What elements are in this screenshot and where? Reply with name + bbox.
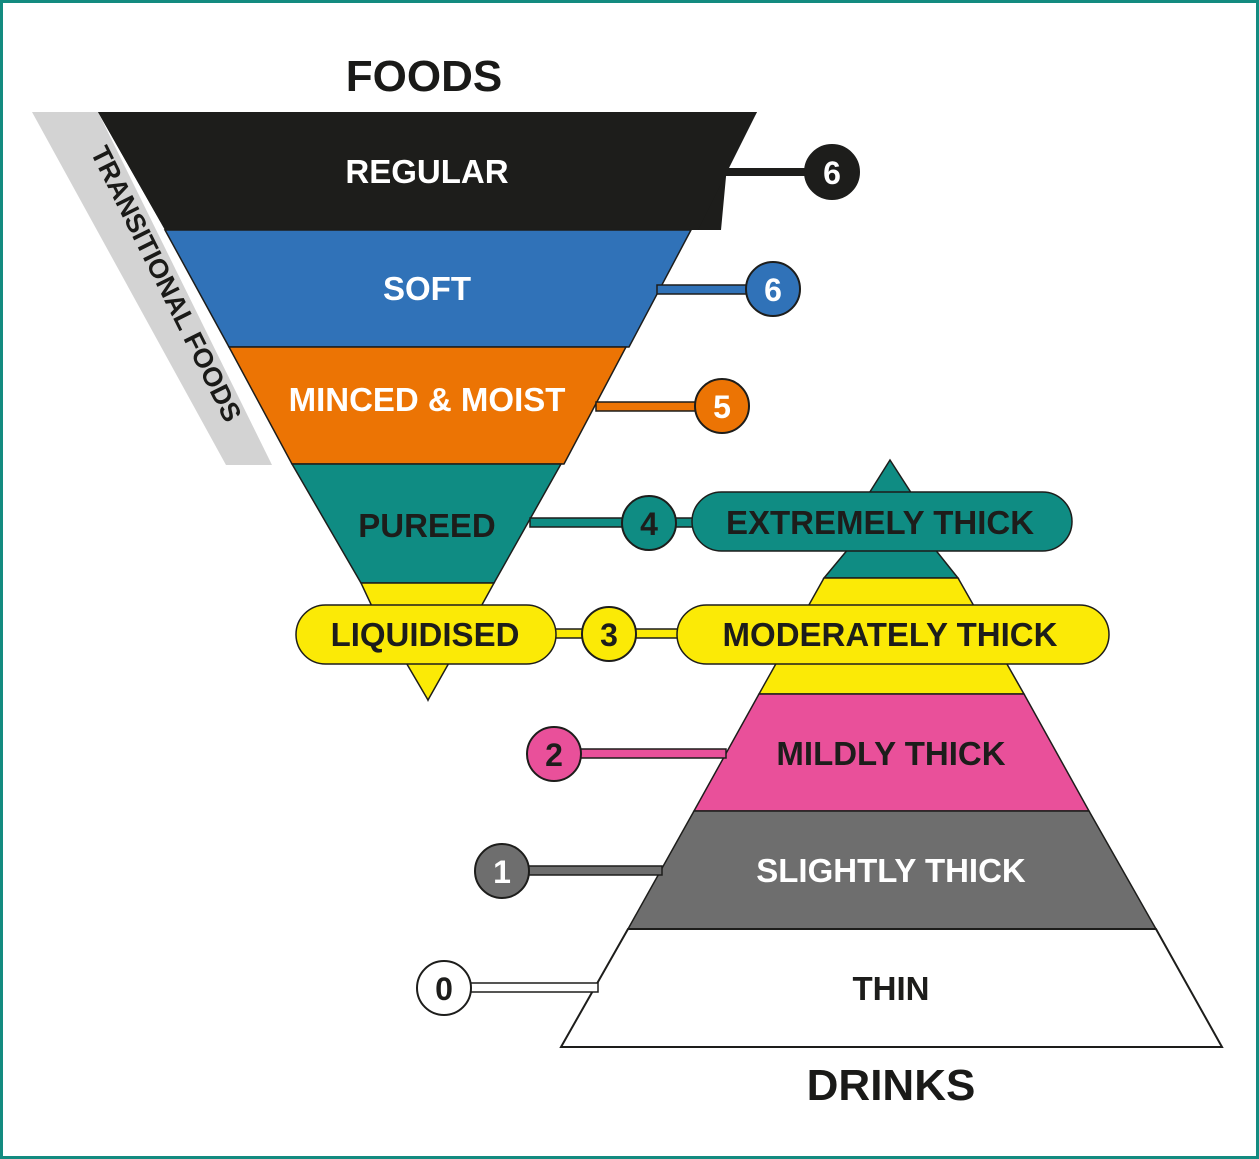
level-slightly-thick-circle bbox=[474, 843, 530, 899]
drinks-title: DRINKS bbox=[807, 1061, 976, 1110]
level-minced-number: 5 bbox=[713, 389, 731, 425]
level-minced-moist-band bbox=[227, 346, 628, 465]
level-regular-label: REGULAR bbox=[345, 153, 508, 190]
connector-mildly-thick bbox=[579, 748, 727, 759]
level-regular-circle bbox=[804, 144, 860, 200]
connector-minced bbox=[595, 401, 698, 412]
level-slightly-thick-label: SLIGHTLY THICK bbox=[756, 852, 1026, 889]
level-minced-label: MINCED & MOIST bbox=[289, 381, 566, 418]
extremely-thick-pill bbox=[691, 491, 1073, 552]
liquidised-pill bbox=[295, 604, 557, 665]
level-thin-number: 0 bbox=[435, 971, 453, 1007]
level-mildly-thick-number: 2 bbox=[545, 737, 563, 773]
level-soft-band bbox=[163, 229, 693, 348]
level-soft-label: SOFT bbox=[383, 270, 471, 307]
level-mildly-thick-label: MILDLY THICK bbox=[776, 735, 1005, 772]
level-moderately-thick-label: MODERATELY THICK bbox=[723, 616, 1058, 653]
level-liquidised-number: 3 bbox=[600, 617, 618, 653]
level-regular-number: 6 bbox=[823, 155, 841, 191]
connector-soft bbox=[656, 284, 750, 295]
level-pureed-circle bbox=[621, 495, 677, 551]
level-extremely-thick-label: EXTREMELY THICK bbox=[726, 504, 1034, 541]
connector-slightly-thick bbox=[527, 865, 663, 876]
level-liquidised-circle bbox=[581, 606, 637, 662]
level-thin-band bbox=[559, 928, 1224, 1048]
level-mildly-thick-circle bbox=[526, 726, 582, 782]
level-thin-circle bbox=[416, 960, 472, 1016]
moderately-thick-pill bbox=[676, 604, 1110, 665]
level-regular-shape bbox=[98, 112, 757, 230]
level-pureed-label: PUREED bbox=[358, 507, 496, 544]
level-soft-circle bbox=[745, 261, 801, 317]
level-slightly-thick-number: 1 bbox=[493, 854, 511, 890]
level-thin-label: THIN bbox=[853, 970, 930, 1007]
connector-thin bbox=[469, 982, 599, 993]
level-soft-number: 6 bbox=[764, 272, 782, 308]
level-liquidised-label: LIQUIDISED bbox=[331, 616, 520, 653]
level-pureed-number: 4 bbox=[640, 506, 658, 542]
level-minced-circle bbox=[694, 378, 750, 434]
foods-title: FOODS bbox=[346, 52, 502, 101]
transitional-foods-band bbox=[32, 112, 272, 465]
